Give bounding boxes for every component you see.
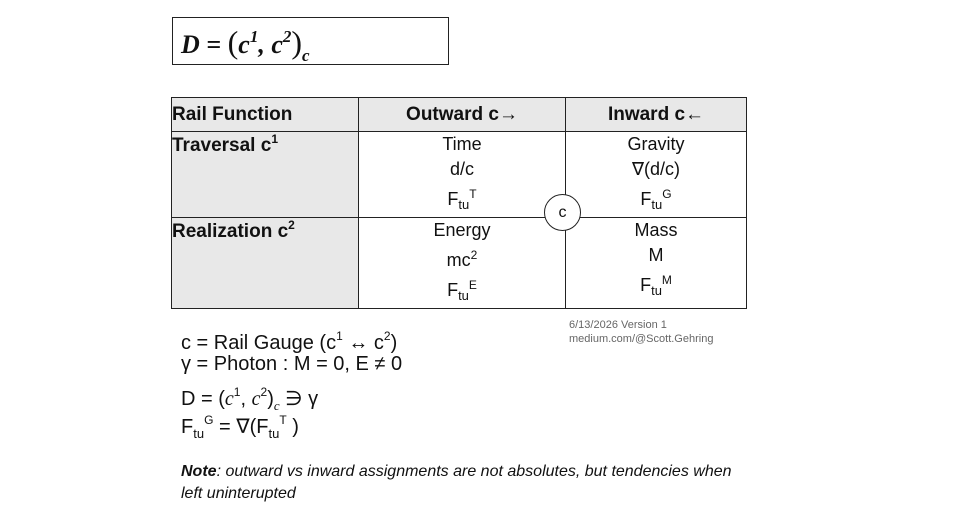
formula-subscript: c [302, 46, 310, 65]
row-label-sup: 1 [271, 132, 278, 146]
cell-gravity: Gravity ∇(d/c) FtuG [565, 131, 747, 218]
author-url: medium.com/@Scott.Gehring [569, 333, 714, 345]
formula-c1: c [238, 30, 250, 59]
cell-title: Mass [634, 220, 678, 240]
formula-open-paren: ( [227, 24, 239, 60]
cell-title: Gravity [627, 134, 685, 154]
formula-box: D = (c1, c2)c [172, 17, 449, 65]
formula-c2: c [271, 30, 283, 59]
cell-mass: Mass M FtuM [565, 217, 747, 309]
cell-force: FtuM [640, 273, 672, 298]
row-label-traversal: Traversal c1 [171, 131, 359, 218]
legend-line-photon: γ = Photon : M = 0, E ≠ 0 [181, 353, 403, 375]
header-rail-function: Rail Function [171, 97, 359, 132]
cell-force: FtuE [447, 278, 477, 303]
formula-close-paren: ) [291, 24, 303, 60]
row-label-text: Realization c [172, 221, 289, 242]
version-date: 6/13/2026 Version 1 [569, 319, 667, 331]
note-label: Note [181, 463, 217, 480]
cell-time: Time d/c FtuT [358, 131, 566, 218]
formula-eq: = [206, 30, 222, 59]
note-text: : outward vs inward assignments are not … [181, 463, 732, 502]
header-inward: Inward c← [565, 97, 747, 132]
legend-block: c = Rail Gauge (c1 ↔ c2) γ = Photon : M … [181, 322, 403, 441]
center-c-circle: c [544, 194, 581, 231]
legend-line-rail-gauge: c = Rail Gauge (c1 ↔ c2) [181, 329, 398, 354]
table-row: Traversal c1 Time d/c FtuT Gravity ∇(d/c… [171, 131, 747, 218]
table-row: Realization c2 Energy mc2 FtuE Mass M Ft… [171, 217, 747, 309]
cell-title: Energy [433, 220, 491, 240]
cell-expression: M [648, 245, 664, 265]
cell-expression: d/c [449, 159, 474, 179]
formula-c1-sup: 1 [249, 27, 259, 46]
row-label-realization: Realization c2 [171, 217, 359, 309]
cell-force: FtuT [447, 187, 477, 212]
row-label-sup: 2 [288, 218, 295, 232]
header-outward: Outward c→ [358, 97, 566, 132]
rail-function-table: Rail Function Outward c→ Inward c← Trave… [171, 97, 747, 309]
footnote: Note: outward vs inward assignments are … [181, 461, 741, 505]
cell-force: FtuG [640, 187, 672, 212]
version-info: 6/13/2026 Version 1 medium.com/@Scott.Ge… [569, 318, 713, 346]
cell-expression: mc2 [446, 248, 478, 270]
cell-energy: Energy mc2 FtuE [358, 217, 566, 309]
formula-c2-sup: 2 [282, 27, 292, 46]
legend-line-gravity-force: FtuG = ∇(FtuT ) [181, 413, 299, 441]
formula-lhs: D [181, 30, 200, 59]
cell-expression: ∇(d/c) [631, 159, 681, 179]
row-label-text: Traversal c [172, 135, 272, 156]
table-header-row: Rail Function Outward c→ Inward c← [171, 97, 747, 132]
legend-line-d: D = (c1, c2)c ∋ γ [181, 385, 319, 413]
cell-title: Time [442, 134, 482, 154]
